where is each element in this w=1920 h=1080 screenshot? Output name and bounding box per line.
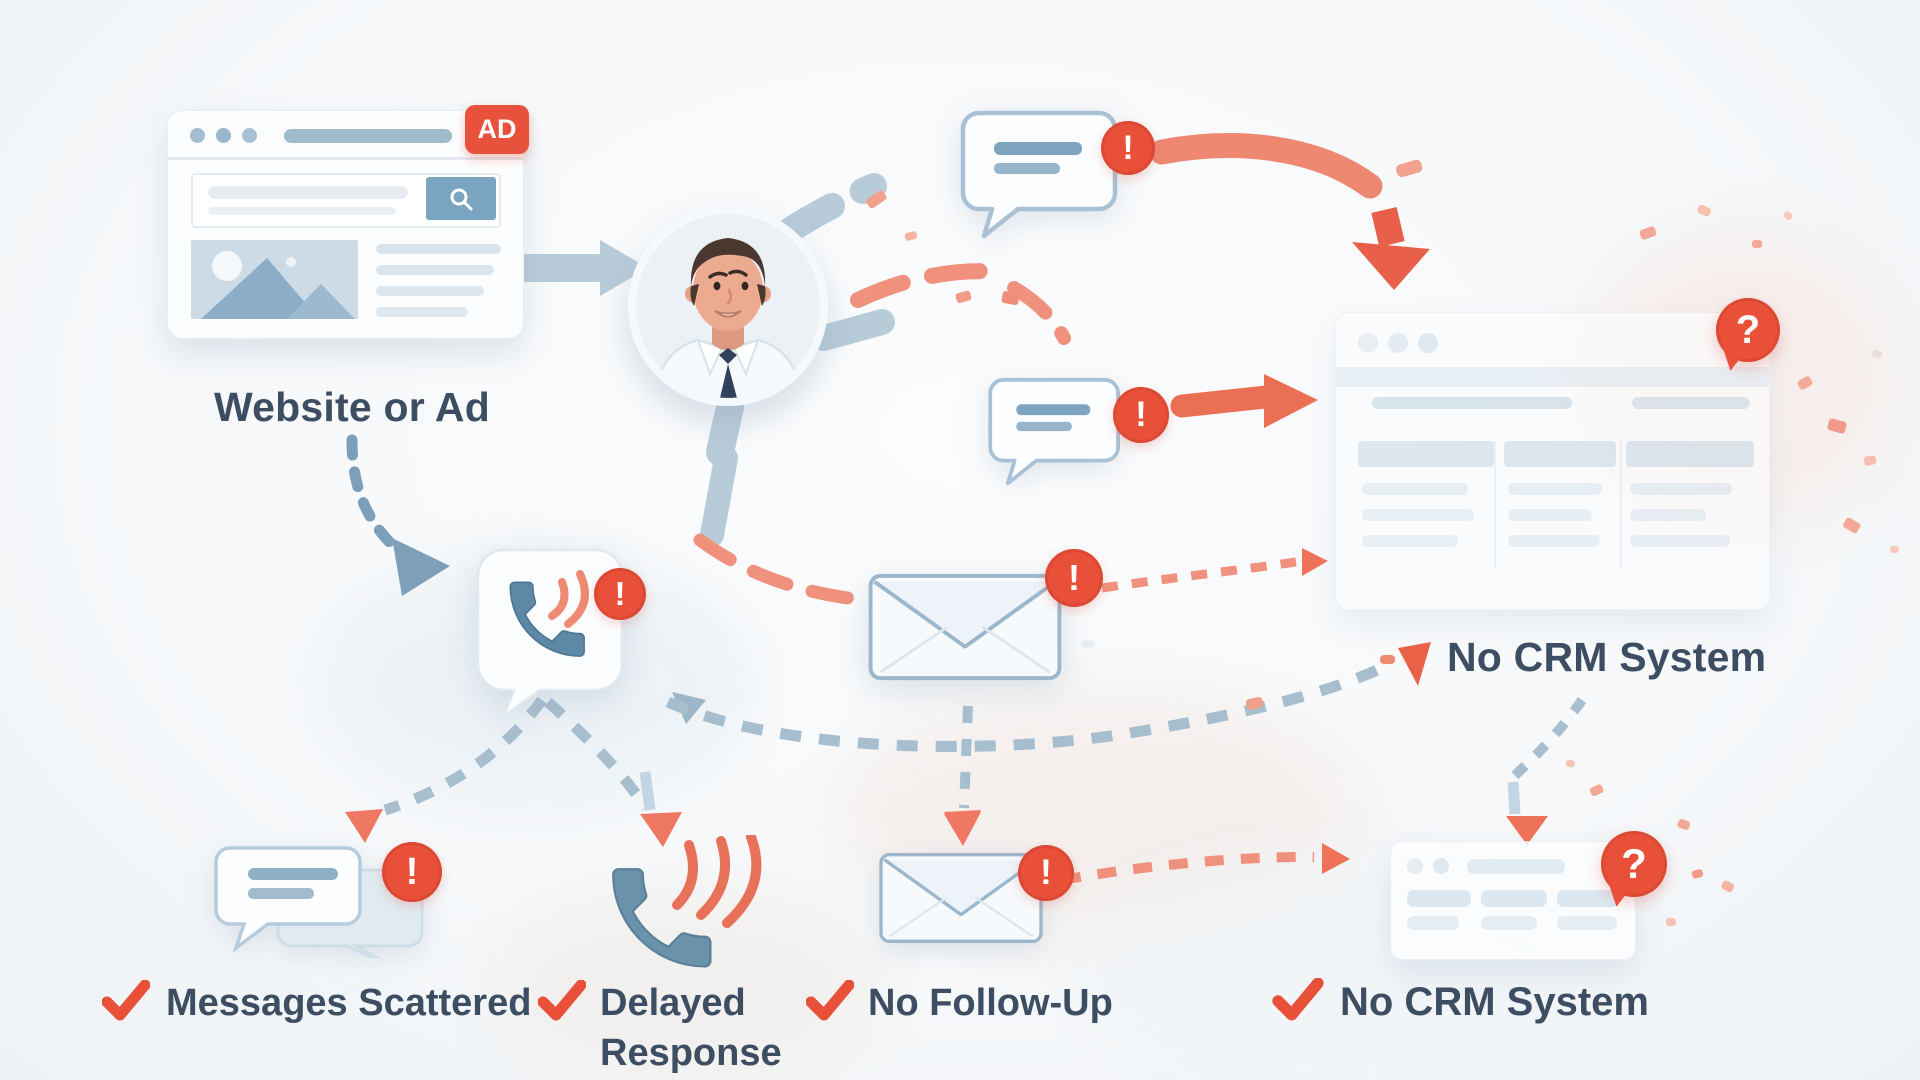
confetti-fragments [866, 190, 1899, 926]
caption-delayed-response: Delayed Response [538, 978, 782, 1078]
envelope-icon [868, 573, 1062, 681]
website-ad-card: AD [167, 105, 529, 339]
browser-dot-icon [216, 128, 231, 143]
chat-bubbles-scattered-icon [214, 846, 424, 958]
cell-line [1362, 509, 1474, 521]
flow-dashed-no-crm-to-card [1506, 697, 1587, 845]
browser-dot-icon [1418, 333, 1438, 353]
address-bar [284, 129, 452, 143]
phone-ringing-icon [612, 835, 762, 968]
column-divider [1494, 441, 1496, 569]
browser-dot-icon [242, 128, 257, 143]
flow-dashed-phone-to-bottom [345, 692, 706, 847]
ad-badge: AD [465, 105, 529, 154]
placeholder-line [208, 207, 396, 215]
flow-dashed-website-to-phone [346, 434, 450, 596]
row-bar [1557, 890, 1619, 907]
flow-arrow-website-to-person [522, 240, 648, 296]
title-bar [1467, 859, 1565, 874]
column-divider [1620, 441, 1622, 569]
table-title-bar [1632, 397, 1750, 409]
search-box [191, 173, 501, 228]
browser-dot-icon [1388, 333, 1408, 353]
cell-line [1630, 535, 1730, 547]
table-title-bar [1372, 397, 1572, 409]
alert-icon: ! [1101, 121, 1155, 175]
check-icon [538, 980, 586, 1021]
header-band [1336, 367, 1769, 387]
caption-no-crm-system: No CRM System [1272, 976, 1649, 1029]
chat-bubble-2 [988, 377, 1121, 486]
check-icon [1272, 978, 1324, 1021]
cell-line [1630, 483, 1732, 495]
envelope-alert-icon [879, 853, 1043, 943]
crm-mini-window [1390, 841, 1636, 960]
row-bar [1407, 916, 1459, 930]
browser-dot-icon [190, 128, 205, 143]
row-bar [1407, 890, 1471, 907]
check-icon [806, 980, 854, 1021]
caption-no-follow-up: No Follow-Up [806, 978, 1113, 1028]
column-header [1358, 441, 1494, 467]
topbar-divider [168, 157, 523, 160]
row-bar [1481, 916, 1537, 930]
text-line [376, 307, 468, 317]
alert-icon: ! [594, 568, 646, 620]
check-icon [102, 980, 150, 1021]
mountains-icon [201, 251, 355, 319]
cell-line [1362, 535, 1458, 547]
chat-bubble-1 [960, 110, 1118, 239]
cell-line [1630, 509, 1706, 521]
alert-icon: ! [1045, 549, 1103, 607]
caption-text-line1: Delayed [600, 982, 746, 1024]
caption-text: No Follow-Up [868, 982, 1113, 1024]
cell-line [1508, 535, 1600, 547]
person-illustration [636, 214, 820, 398]
avatar [628, 206, 828, 406]
alert-icon: ! [1018, 845, 1074, 901]
bottom-drop-arrowheads [944, 812, 981, 846]
row-bar [1481, 890, 1547, 907]
phone-icon [509, 581, 585, 657]
placeholder-line [208, 186, 408, 199]
text-line [376, 244, 501, 254]
text-line [376, 265, 494, 275]
phone-bubble [476, 548, 624, 718]
no-crm-system-label: No CRM System [1447, 634, 1767, 680]
caption-text-line2: Response [600, 1032, 782, 1075]
browser-dot-icon [1433, 858, 1449, 874]
flow-arrow-chat1-to-crm [1149, 133, 1430, 290]
flow-dashed-envelope-to-browser [1101, 548, 1328, 593]
search-icon [450, 188, 473, 210]
alert-icon: ! [382, 842, 442, 902]
flow-dashed-to-no-crm [665, 642, 1431, 752]
crm-browser-window [1335, 312, 1770, 610]
flow-arrow-chat2-to-crm [1170, 374, 1318, 428]
text-line [376, 286, 484, 296]
caption-text: Messages Scattered [166, 982, 532, 1024]
question-icon: ? [1601, 831, 1667, 897]
column-header [1504, 441, 1616, 467]
caption-messages-scattered: Messages Scattered [102, 978, 531, 1028]
question-icon: ? [1716, 298, 1780, 362]
search-button [426, 177, 496, 220]
cell-line [1362, 483, 1468, 495]
wash-blob [500, 890, 880, 1080]
flow-dashed-envelope-to-crm-card [1061, 843, 1350, 885]
website-ad-caption: Website or Ad [214, 384, 490, 430]
column-header [1626, 441, 1754, 467]
caption-text: No CRM System [1340, 980, 1649, 1024]
alert-icon: ! [1113, 387, 1169, 443]
browser-dot-icon [1358, 333, 1378, 353]
browser-dot-icon [1407, 858, 1423, 874]
cell-line [1508, 509, 1592, 521]
row-bar [1557, 916, 1617, 930]
cell-line [1508, 483, 1602, 495]
salmon-scatter-curves [693, 263, 1071, 605]
image-placeholder [191, 240, 358, 319]
